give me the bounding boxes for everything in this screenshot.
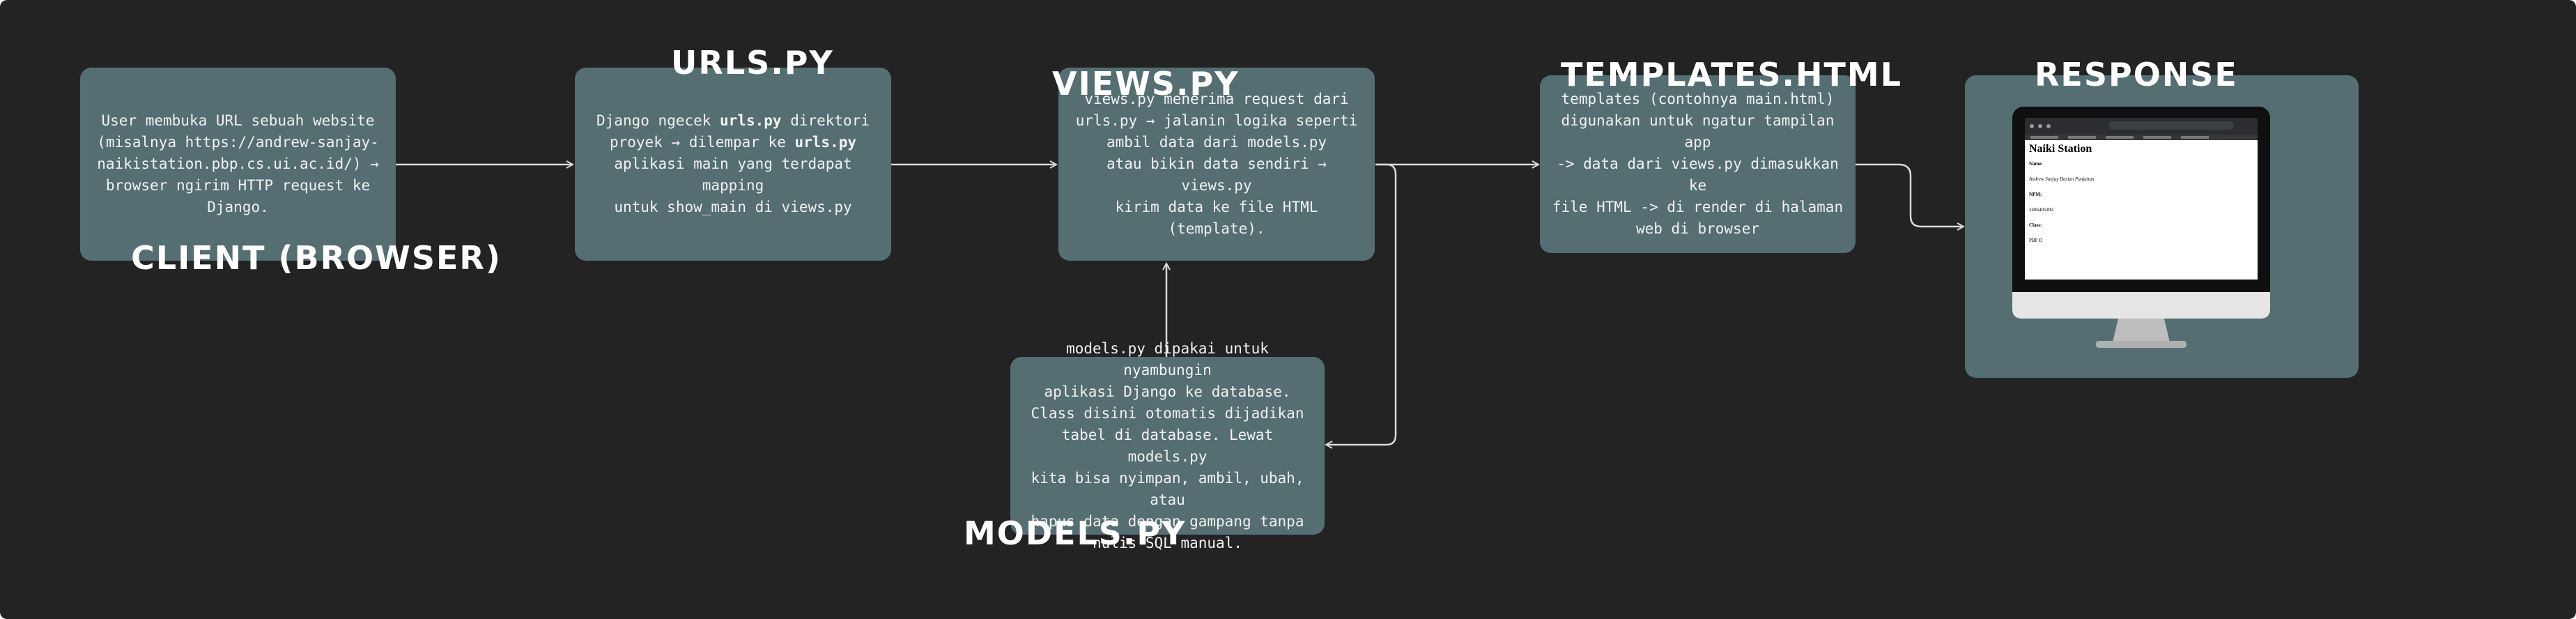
urls-box: Django ngecek urls.py direktori proyek →… — [575, 68, 891, 261]
arrow-templates-to-response — [1856, 163, 1964, 227]
models-label: MODELS.PY — [964, 514, 1187, 552]
views-box: views.py menerima request dari urls.py →… — [1058, 68, 1375, 261]
mock-field-class-label: Class: — [2029, 222, 2042, 228]
mock-field-name-label: Name: — [2029, 161, 2043, 167]
urls-text-2: direktori proyek → dilempar ke — [609, 112, 870, 151]
templates-label: TEMPLATES.HTML — [1561, 56, 1902, 93]
monitor-frame — [2012, 107, 2270, 348]
response-label: RESPONSE — [2035, 56, 2238, 93]
mock-field-class-value: PBP D — [2029, 238, 2043, 243]
mock-webpage: Naiki Station Name: Andrew Sanjay Hasian… — [2029, 143, 2252, 245]
views-label: VIEWS.PY — [1052, 65, 1240, 102]
mock-field-npm-label: NPM: — [2029, 192, 2042, 197]
templates-description: templates (contohnya main.html) digunaka… — [1552, 91, 1844, 237]
templates-box: templates (contohnya main.html) digunaka… — [1540, 75, 1856, 253]
urls-text-3: aplikasi main yang terdapat mapping untu… — [614, 155, 852, 215]
monitor-illustration: Naiki Station Name: Andrew Sanjay Hasian… — [2012, 107, 2270, 351]
mock-page-title: Naiki Station — [2029, 143, 2092, 155]
models-box: models.py dipakai untuk nyambungin aplik… — [1010, 340, 1325, 551]
client-label: CLIENT (BROWSER) — [131, 239, 502, 277]
urls-description: Django ngecek urls.py direktori proyek →… — [585, 110, 881, 218]
models-description: models.py dipakai untuk nyambungin aplik… — [1031, 339, 1304, 551]
urls-bold-2: urls.py — [794, 134, 857, 151]
client-description: User membuka URL sebuah website (misalny… — [97, 112, 379, 215]
urls-bold-1: urls.py — [720, 112, 782, 129]
views-description: views.py menerima request dari urls.py →… — [1075, 91, 1358, 237]
urls-label: URLS.PY — [671, 44, 834, 82]
client-box: User membuka URL sebuah website (misalny… — [80, 68, 396, 261]
mock-field-npm-value: 2406405492 — [2029, 207, 2053, 213]
mock-field-name-value: Andrew Sanjay Hasian Panjaitan — [2029, 176, 2095, 182]
urls-text-1: Django ngecek — [596, 112, 720, 129]
